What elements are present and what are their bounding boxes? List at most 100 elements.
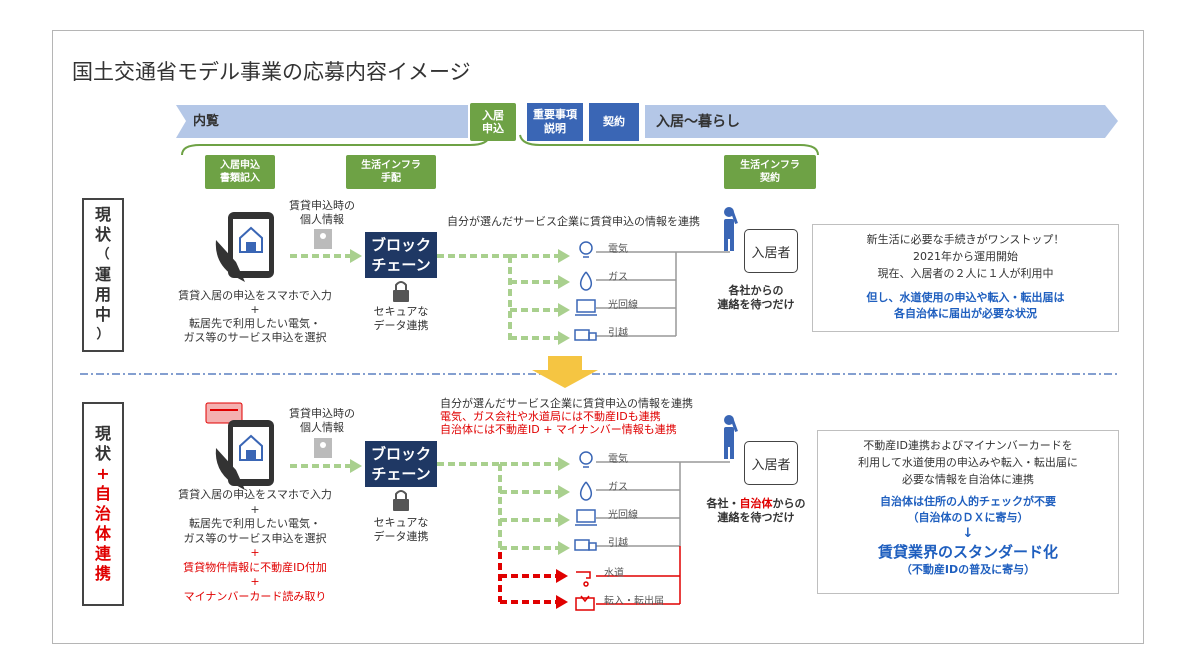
person-icon-future <box>724 415 738 459</box>
info-line: 不動産ID連携およびマイナンバーカードを <box>863 439 1073 452</box>
secure-label-current: セキュアな データ連携 <box>362 305 440 333</box>
slide-frame <box>52 30 1144 644</box>
label-shorui-line2: 書類記入 <box>220 173 260 184</box>
side-char: 用 <box>94 285 111 304</box>
service-gas-future: ガス <box>608 482 628 493</box>
caption-line: 賃貸入居の申込をスマホで入力 <box>178 488 332 501</box>
info-box-current: 新生活に必要な手続きがワンストップ！ 2021年から運用開始 現在、入居者の２人… <box>812 224 1119 332</box>
service-moving-future: 引越 <box>608 538 628 549</box>
monitor-icon <box>576 299 596 313</box>
blockchain-box-current: ブロック チェーン <box>365 232 437 278</box>
label-shorui-kinyu: 入居申込 書類記入 <box>205 155 275 189</box>
phase-juyo-line1: 重要事項 <box>533 108 577 121</box>
info-highlight: （自治体のＤＸに寄与） <box>907 511 1029 524</box>
caption-line: + <box>250 303 260 316</box>
label-tehai-line2: 手配 <box>381 173 401 184</box>
resident-box-current: 入居者 <box>744 229 798 273</box>
label-shorui-line1: 入居申込 <box>220 160 260 171</box>
slide-title: 国土交通省モデル事業の応募内容イメージ <box>72 60 471 84</box>
caption-line: ガス等のサービス申込を選択 <box>183 531 327 545</box>
label-keiyaku-line1: 生活インフラ <box>740 160 800 171</box>
personal-info-line2: 個人情報 <box>300 213 344 226</box>
side-char: 状 <box>94 225 111 244</box>
waiting-part: からの <box>772 497 806 510</box>
info-box-future: 不動産ID連携およびマイナンバーカードを 利用して水道使用の申込みや転入・転出届… <box>817 430 1119 594</box>
info-highlight: 但し、水道使用の申込や転入・転出届は <box>866 291 1065 304</box>
blockchain-line1: ブロック <box>370 445 431 463</box>
side-plus: + <box>96 464 110 483</box>
side-char-red: 連 <box>94 544 111 563</box>
caption-red-line: 賃貸物件情報に不動産ID付加 <box>183 560 327 574</box>
blockchain-line2: チェーン <box>371 465 431 483</box>
side-char: 中 <box>94 305 111 324</box>
blockchain-line1: ブロック <box>370 236 431 254</box>
side-char-red: 治 <box>94 504 111 523</box>
phase-juyo-line2: 説明 <box>544 122 566 135</box>
service-electric-future: 電気 <box>608 454 628 465</box>
service-gas-current: ガス <box>608 272 628 283</box>
caption-line: 賃貸入居の申込をスマホで入力 <box>178 289 332 302</box>
service-moving-current: 引越 <box>608 328 628 339</box>
side-char: 現 <box>94 424 111 443</box>
phase-nyukyo-line1: 入居 <box>482 109 504 122</box>
secure-line1: セキュアな <box>373 516 429 529</box>
side-char: ） <box>96 327 110 342</box>
phase-juyo-jiko: 重要事項 説明 <box>527 103 583 141</box>
personal-info-future: 賃貸申込時の 個人情報 <box>282 407 362 435</box>
flame-icon <box>579 271 593 291</box>
caption-red-line: + <box>250 546 260 559</box>
phase-naiken: 内覧 <box>193 114 220 129</box>
waiting-label-future: 各社・自治体からの 連絡を待つだけ <box>694 497 818 525</box>
service-water-future: 水道 <box>604 568 624 579</box>
label-keiyaku-line2: 契約 <box>760 173 780 184</box>
caption-red-line: + <box>250 575 260 588</box>
info-line: 2021年から運用開始 <box>913 250 1018 263</box>
flow-note-red-line: 電気、ガス会社や水道局には不動産IDも連携 <box>440 410 661 423</box>
secure-line2: データ連携 <box>373 319 429 332</box>
phase-band-left <box>176 105 468 138</box>
flow-note-line: 自分が選んだサービス企業に賃貸申込の情報を連携 <box>440 397 693 410</box>
side-char-red: 自 <box>94 484 111 503</box>
lightbulb-icon <box>579 241 593 255</box>
label-tehai-line1: 生活インフラ <box>361 160 421 171</box>
caption-red-line: マイナンバーカード読み取り <box>183 589 327 603</box>
caption-line: 転居先で利用したい電気・ <box>189 317 321 330</box>
side-char-red: 体 <box>94 524 111 543</box>
info-line: 現在、入居者の２人に１人が利用中 <box>877 267 1054 280</box>
service-electric-current: 電気 <box>608 244 628 255</box>
lock-icon-current <box>393 281 409 302</box>
service-registration-future: 転入・転出届 <box>604 596 664 607</box>
blockchain-box-future: ブロック チェーン <box>365 441 437 487</box>
truck-icon <box>574 329 590 341</box>
down-arrow <box>532 356 598 388</box>
info-highlight: 各自治体に届出が必要な状況 <box>894 307 1037 320</box>
side-char: 状 <box>94 444 111 463</box>
phase-band-right <box>645 105 1118 138</box>
mynumber-card-icon <box>205 402 243 424</box>
waiting-label-current: 各社からの 連絡を待つだけ <box>700 284 812 312</box>
waiting-red-part: 自治体 <box>739 497 773 510</box>
phase-nyukyo-moushikomi: 入居 申込 <box>470 103 516 141</box>
phase-keiyaku: 契約 <box>589 103 639 141</box>
flow-note-red-line: 自治体には不動産ID + マイナンバー情報も連携 <box>440 423 677 436</box>
info-sub-highlight: （不動産IDの普及に寄与） <box>900 563 1036 576</box>
info-line: 利用して水道使用の申込みや転入・転出届に <box>858 456 1078 469</box>
phone-icon-current <box>215 212 274 282</box>
side-char: （ <box>96 247 110 262</box>
personal-info-line2: 個人情報 <box>300 421 344 434</box>
side-char-red: 携 <box>94 564 111 583</box>
phone-caption-current: 賃貸入居の申込をスマホで入力 + 転居先で利用したい電気・ ガス等のサービス申込… <box>160 289 350 345</box>
waiting-line2: 連絡を待つだけ <box>717 298 795 311</box>
caption-line: 転居先で利用したい電気・ <box>189 517 321 530</box>
info-highlight: 自治体は住所の人的チェックが不要 <box>880 495 1056 508</box>
caption-line: + <box>250 502 260 516</box>
down-arrow-text: ↓ <box>962 526 974 541</box>
caption-line: ガス等のサービス申込を選択 <box>183 331 327 344</box>
personal-info-current: 賃貸申込時の 個人情報 <box>282 199 362 227</box>
resident-box-future: 入居者 <box>744 441 798 485</box>
info-line: 新生活に必要な手続きがワンストップ！ <box>866 233 1065 246</box>
blockchain-line2: チェーン <box>371 256 431 274</box>
phase-nyukyo-kurashi: 入居〜暮らし <box>656 114 740 130</box>
lock-icon-future <box>393 490 409 511</box>
